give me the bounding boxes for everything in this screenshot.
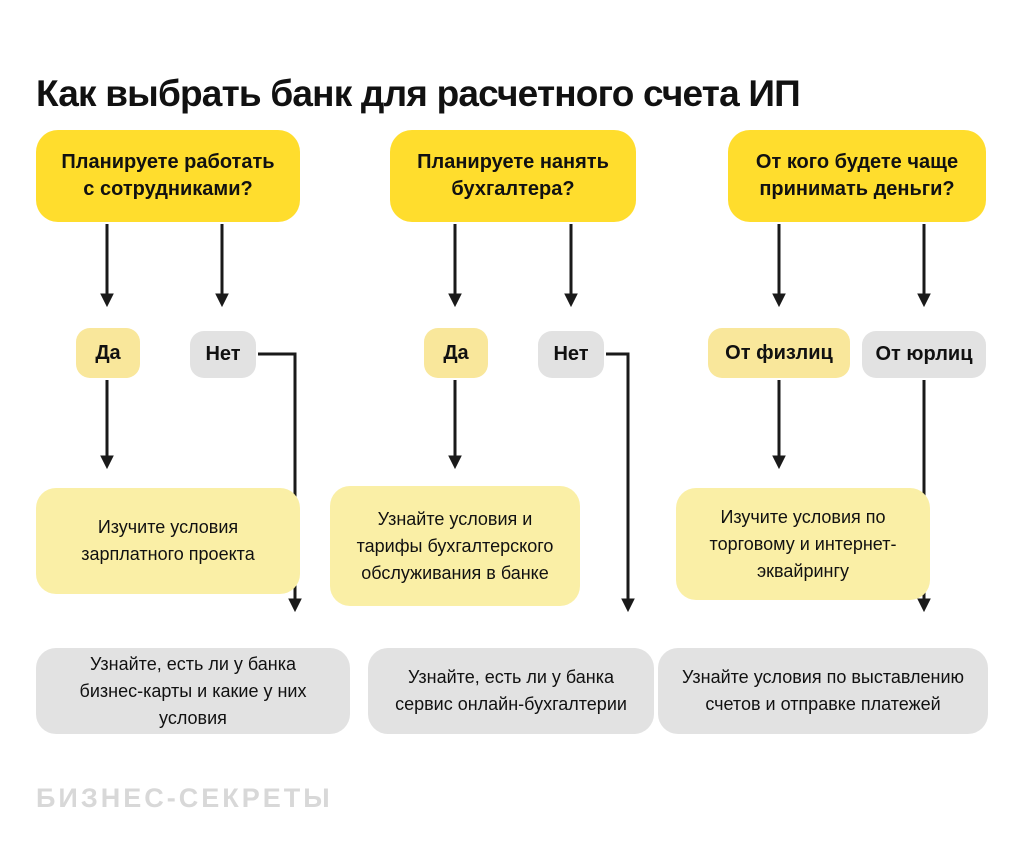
result-card-business-cards: Узнайте, есть ли у банка бизнес-карты и … [36, 648, 350, 734]
brand-logo: БИЗНЕС-СЕКРЕТЫ [36, 783, 333, 813]
question-card-accountant: Планируете нанять бухгалтера? [390, 130, 636, 222]
answer-chip-yes-1: Да [76, 328, 140, 378]
answer-chip-individuals: От физлиц [708, 328, 850, 378]
answer-chip-yes-2: Да [424, 328, 488, 378]
question-card-employees: Планируете работать с сотрудниками? [36, 130, 300, 222]
answer-chip-no-1: Нет [190, 331, 256, 378]
result-card-salary-project: Изучите условия зарплатного проекта [36, 488, 300, 594]
page-title: Как выбрать банк для расчетного счета ИП [36, 72, 801, 114]
question-card-money-source: От кого будете чаще принимать деньги? [728, 130, 986, 222]
result-card-invoices-payments: Узнайте условия по выставлению счетов и … [658, 648, 988, 734]
answer-chip-no-2: Нет [538, 331, 604, 378]
arrow-no2-elbow-to-result [606, 352, 635, 613]
result-card-acquiring: Изучите условия по торговому и интернет-… [676, 488, 930, 600]
answer-chip-companies: От юрлиц [862, 331, 986, 378]
result-card-accounting-tariffs: Узнайте условия и тарифы бухгалтерского … [330, 486, 580, 606]
result-card-online-accounting: Узнайте, есть ли у банка сервис онлайн-б… [368, 648, 654, 734]
